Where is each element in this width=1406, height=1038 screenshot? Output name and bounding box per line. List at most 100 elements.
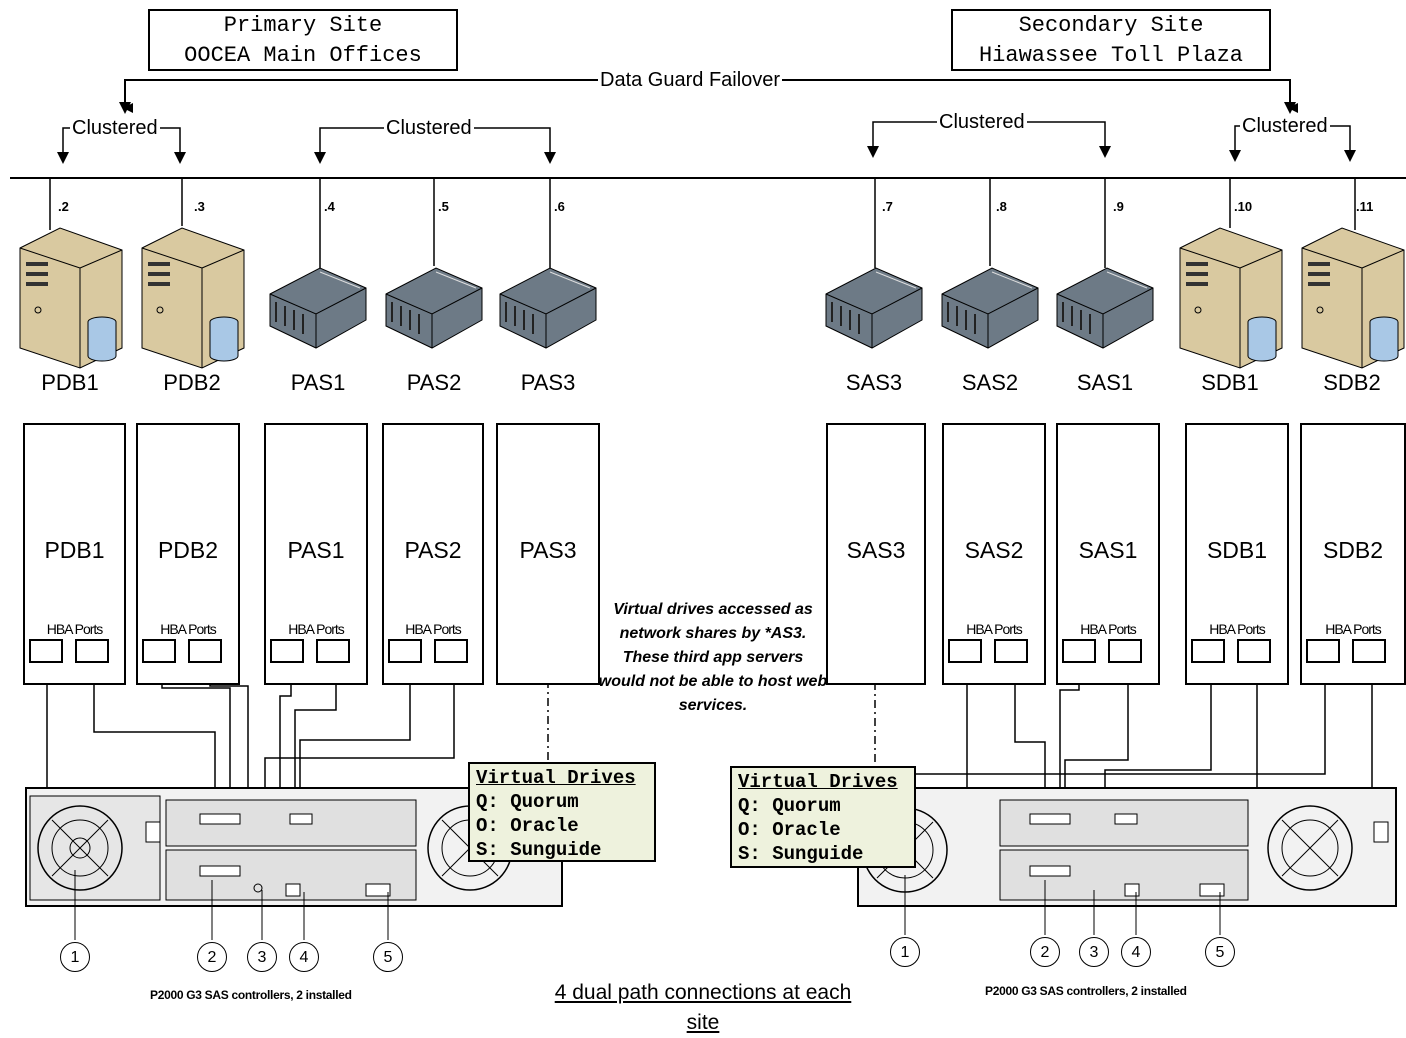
host-name: PAS2 xyxy=(404,537,462,563)
hba-ports-label: HBA Ports xyxy=(966,621,1023,637)
secondary-site-box: Secondary Site Hiawassee Toll Plaza xyxy=(951,9,1271,71)
host-name: PDB1 xyxy=(44,537,105,563)
tower-server-icon xyxy=(19,227,123,369)
ip-suffix-label: .10 xyxy=(1234,199,1253,214)
rack-server-icon xyxy=(941,267,1039,349)
host-name: SDB2 xyxy=(1322,537,1384,563)
server-name-label: PAS3 xyxy=(520,370,576,395)
storage-caption-primary: P2000 G3 SAS controllers, 2 installed xyxy=(150,988,352,1002)
hba-port-1 xyxy=(388,639,422,663)
hba-port-2 xyxy=(994,639,1028,663)
virtual-drives-secondary: Virtual Drives Q: Quorum O: Oracle S: Su… xyxy=(730,766,916,868)
virtual-drives-title: Virtual Drives xyxy=(476,767,636,789)
virtual-drive-sunguide: S: Sunguide xyxy=(738,843,864,865)
server-name-label: SDB1 xyxy=(1201,370,1259,395)
callout-4: 4 xyxy=(1121,937,1151,967)
hba-port-2 xyxy=(1352,639,1386,663)
callout-2: 2 xyxy=(197,942,227,972)
hba-port-2 xyxy=(75,639,109,663)
callout-2: 2 xyxy=(1030,937,1060,967)
tower-server-icon xyxy=(1179,227,1283,369)
virtual-drives-title: Virtual Drives xyxy=(738,771,898,793)
ip-suffix-label: .3 xyxy=(194,199,205,214)
clustered-label-pas: Clustered xyxy=(384,117,474,139)
ip-suffix-label: .8 xyxy=(996,199,1007,214)
virtual-drive-sunguide: S: Sunguide xyxy=(476,839,602,861)
hba-ports-label: HBA Ports xyxy=(1209,621,1266,637)
virtual-drives-primary: Virtual Drives Q: Quorum O: Oracle S: Su… xyxy=(468,762,656,862)
storage-caption-secondary: P2000 G3 SAS controllers, 2 installed xyxy=(985,984,1187,998)
ip-suffix-label: .11 xyxy=(1356,199,1374,214)
primary-site-box: Primary Site OOCEA Main Offices xyxy=(148,9,458,71)
virtual-drive-quorum: Q: Quorum xyxy=(476,791,579,813)
server-name-label: PDB2 xyxy=(163,370,221,395)
hba-ports-label: HBA Ports xyxy=(1080,621,1137,637)
callout-5: 5 xyxy=(373,942,403,972)
host-name: SAS3 xyxy=(846,537,906,563)
hba-port-2 xyxy=(1237,639,1271,663)
primary-site-location: OOCEA Main Offices xyxy=(184,43,422,68)
server-icons xyxy=(19,227,1405,369)
server-drops xyxy=(49,178,1356,268)
hba-ports-label: HBA Ports xyxy=(1325,621,1382,637)
clustered-label-sas: Clustered xyxy=(937,111,1027,133)
hba-port-1 xyxy=(1191,639,1225,663)
callout-1: 1 xyxy=(890,937,920,967)
hba-port-1 xyxy=(29,639,63,663)
clustered-label-pdb: Clustered xyxy=(70,117,160,139)
hba-port-1 xyxy=(142,639,176,663)
callout-4: 4 xyxy=(289,942,319,972)
host-name: SAS2 xyxy=(964,537,1024,563)
server-name-label: SAS1 xyxy=(1076,370,1134,395)
ip-suffix-label: .6 xyxy=(554,199,565,214)
ip-suffix-label: .9 xyxy=(1113,199,1124,214)
host-name: PAS1 xyxy=(287,537,345,563)
callout-5: 5 xyxy=(1205,937,1235,967)
server-name-label: SAS3 xyxy=(845,370,903,395)
tower-server-icon xyxy=(1301,227,1405,369)
secondary-site-title: Secondary Site xyxy=(1018,13,1204,38)
host-name: PDB2 xyxy=(157,537,219,563)
hba-ports-label: HBA Ports xyxy=(46,621,104,637)
network-share-note: Virtual drives accessed as network share… xyxy=(598,601,828,714)
hba-port-2 xyxy=(316,639,350,663)
callout-1: 1 xyxy=(60,942,90,972)
hba-port-2 xyxy=(1108,639,1142,663)
failover-label: Data Guard Failover xyxy=(598,69,783,91)
callout-3: 3 xyxy=(247,942,277,972)
virtual-drive-quorum: Q: Quorum xyxy=(738,795,841,817)
callout-3: 3 xyxy=(1079,937,1109,967)
server-name-label: PDB1 xyxy=(41,370,99,395)
ip-suffix-label: .5 xyxy=(438,199,449,214)
primary-site-title: Primary Site xyxy=(223,13,383,38)
rack-server-icon xyxy=(385,267,483,349)
hba-ports-label: HBA Ports xyxy=(160,621,217,637)
hba-port-2 xyxy=(188,639,222,663)
hba-port-1 xyxy=(948,639,982,663)
tower-server-icon xyxy=(141,227,245,369)
storage-array-secondary xyxy=(857,787,1397,907)
server-name-label: SDB2 xyxy=(1323,370,1381,395)
hba-ports-label: HBA Ports xyxy=(288,621,345,637)
rack-server-icon xyxy=(825,267,923,349)
hba-port-1 xyxy=(270,639,304,663)
clustered-label-sdb: Clustered xyxy=(1240,115,1330,137)
callout-leaders xyxy=(74,870,1221,940)
ip-suffix-label: .4 xyxy=(324,199,335,214)
virtual-drive-oracle: O: Oracle xyxy=(738,819,841,841)
hba-port-1 xyxy=(1306,639,1340,663)
connection-summary: 4 dual path connections at each site xyxy=(554,981,852,1034)
rack-server-icon xyxy=(1056,267,1154,349)
ip-suffix-label: .7 xyxy=(882,199,893,214)
rack-server-icon xyxy=(499,267,597,349)
server-name-label: PAS2 xyxy=(406,370,462,395)
